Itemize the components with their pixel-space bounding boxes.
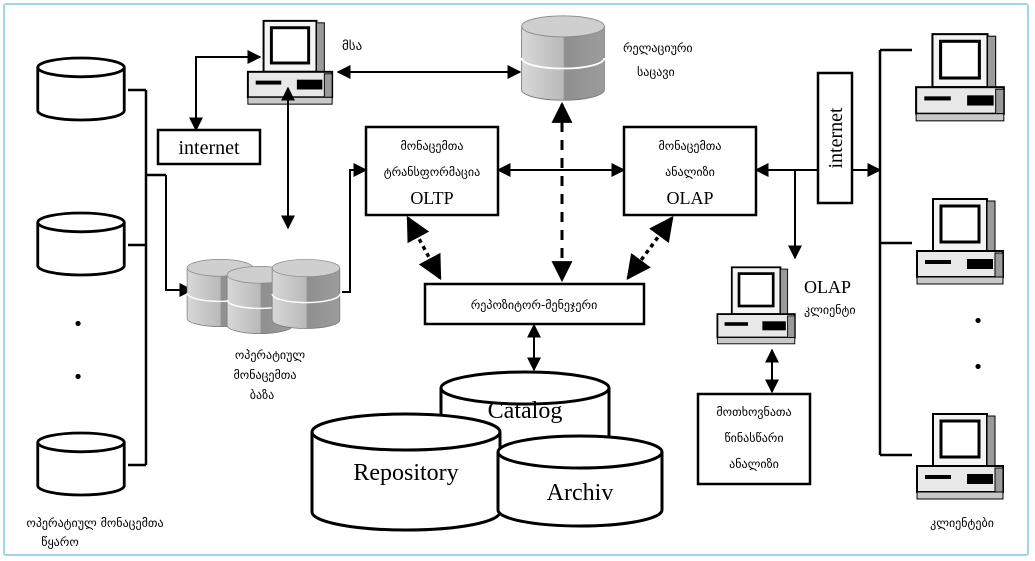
op-db-label: მონაცემთა [234, 368, 297, 382]
olap-label: ანალიზი [665, 165, 715, 179]
op-db-label: ოპერატიულ [235, 348, 306, 362]
source-bus [128, 88, 166, 467]
sources-label: წყარო [41, 535, 79, 549]
repository-cylinder [310, 412, 502, 532]
client-computer-icon [915, 197, 1005, 286]
relational-store-icon [520, 14, 606, 102]
client-computer-icon [914, 32, 1006, 123]
internet-right-label: internet [825, 107, 847, 169]
ellipsis-dot: • [973, 357, 984, 378]
requests-label: ანალიზი [729, 457, 779, 471]
oltp-box [364, 125, 500, 217]
requests-analysis-box [696, 392, 812, 486]
relational-store-label: რელაციური [623, 41, 693, 55]
user-computer-icon [246, 19, 334, 106]
operational-db-icon [271, 258, 341, 330]
internet-left-label: internet [178, 137, 240, 159]
internet-left-box [156, 128, 262, 166]
client-computer-icon [915, 412, 1005, 501]
user-label: მსა [342, 39, 362, 54]
olap-box [622, 125, 758, 217]
repo-manager-box [423, 282, 646, 326]
clients-bus [878, 48, 912, 457]
relational-store-label: საცავი [637, 65, 675, 79]
oltp-repo-connector [406, 215, 442, 281]
olap-repo-connector [626, 216, 674, 280]
sources-label: ოპერატიულ მონაცემთა [26, 516, 163, 530]
repository-label: Repository [353, 460, 458, 486]
catalog-label: Catalog [488, 398, 563, 424]
olap-label: მონაცემთა [659, 139, 722, 153]
oltp-label: OLTP [410, 188, 453, 208]
ellipsis-dot: • [973, 311, 984, 332]
archiv-cylinder [496, 434, 664, 528]
oltp-label: ტრანსფორმაცია [384, 165, 480, 179]
opdb-oltp-connector [342, 163, 368, 293]
olap-label: OLAP [666, 188, 713, 208]
clients-label: კლიენტები [930, 516, 994, 530]
source-database-icon [36, 431, 126, 497]
archiv-label: Archiv [547, 480, 614, 506]
op-db-label: ბაზა [250, 388, 274, 402]
requests-label: წინასწარი [724, 431, 783, 445]
requests-label: მოთხოვნათა [716, 405, 791, 419]
source-database-icon [36, 211, 126, 277]
olap-client-label: OLAP [804, 277, 851, 297]
ellipsis-dot: • [73, 367, 84, 388]
internet-pc-connector [189, 50, 262, 132]
internet-right-box [816, 71, 854, 205]
source-database-icon [36, 56, 126, 122]
to-op-db-connector [165, 175, 194, 297]
oltp-label: მონაცემთა [401, 139, 464, 153]
olap-client-computer-icon [715, 265, 797, 346]
olap-client-label: კლიენტი [804, 303, 856, 317]
repo-manager-label: რეპოზიტორ-მენეჯერი [471, 298, 598, 312]
ellipsis-dot: • [73, 314, 84, 335]
